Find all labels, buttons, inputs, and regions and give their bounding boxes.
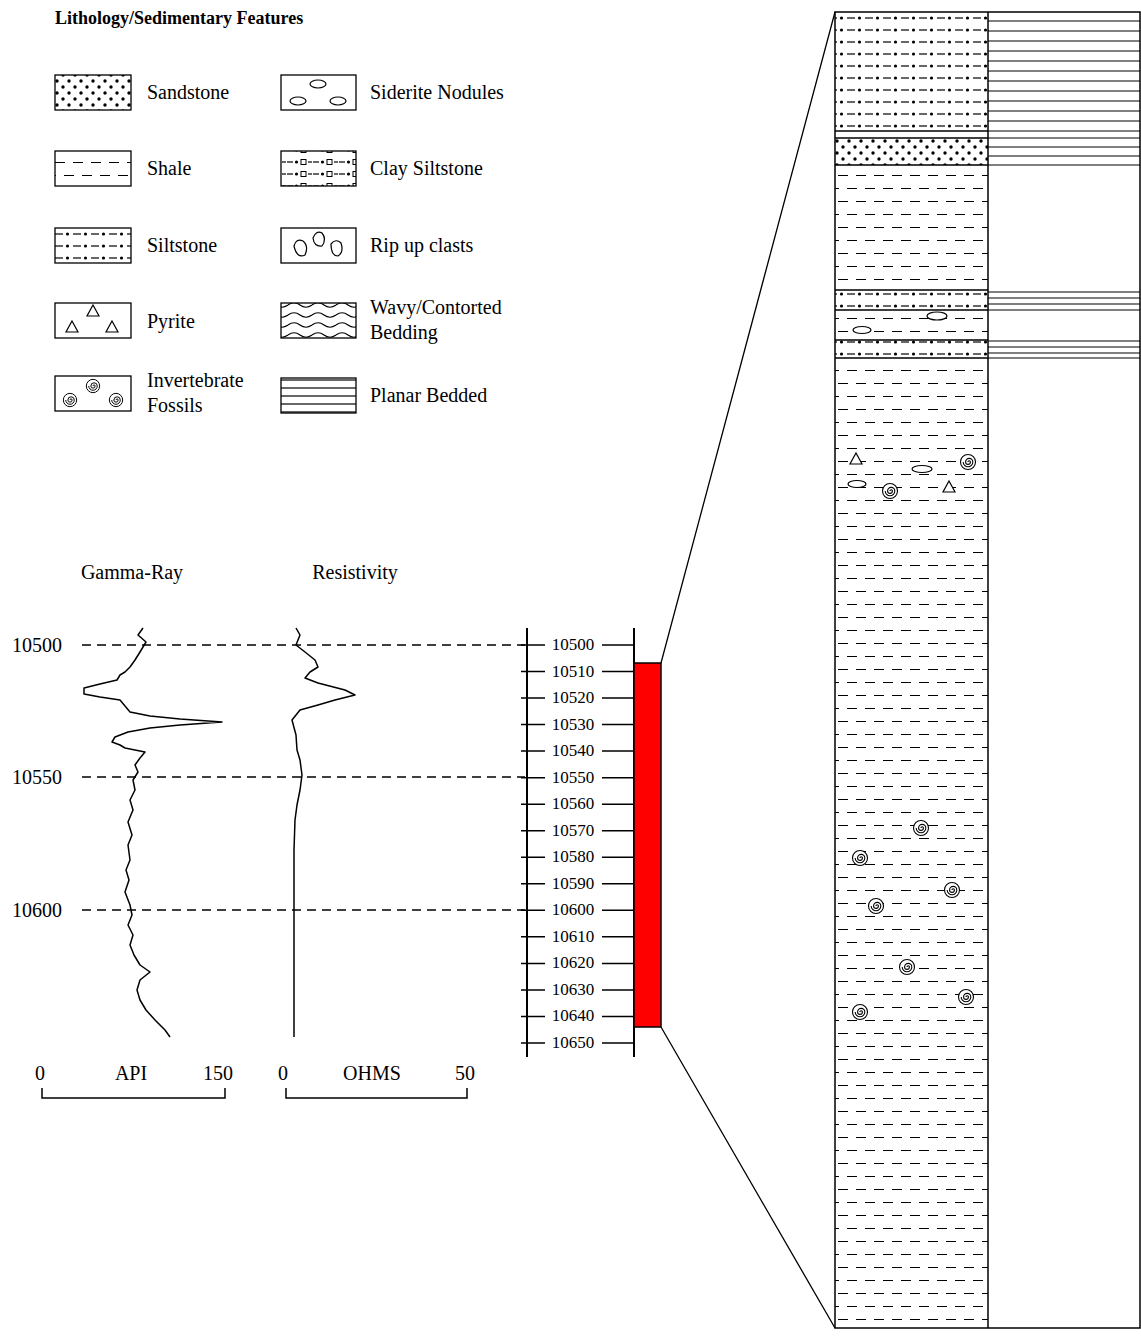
legend-label: Shale — [147, 156, 191, 180]
pyrite-symbol — [850, 453, 955, 492]
clay-siltstone-swatch — [281, 151, 356, 186]
fossil-swatch — [55, 376, 131, 411]
sandstone-swatch — [55, 75, 131, 110]
expansion-line — [661, 12, 835, 1328]
depth-tick-label: 10500 — [552, 635, 595, 655]
depth-tick-label: 10600 — [552, 900, 595, 920]
scale-value: 0 — [35, 1061, 45, 1085]
siltstone-swatch — [55, 228, 131, 263]
depth-tick-label: 10580 — [552, 847, 595, 867]
cored-interval-bar — [634, 663, 661, 1027]
depth-label: 10500 — [12, 633, 62, 657]
planar-bedding-lines — [988, 21, 1140, 358]
depth-label: 10600 — [12, 898, 62, 922]
depth-tick-label: 10510 — [552, 661, 595, 681]
depth-tick-label: 10630 — [552, 980, 595, 1000]
pyrite-swatch — [55, 303, 131, 338]
siderite-nodule — [848, 312, 947, 488]
depth-tick-label: 10640 — [552, 1006, 595, 1026]
log-title: Resistivity — [312, 560, 398, 584]
depth-tick-label: 10540 — [552, 741, 595, 761]
depth-tick-label: 10590 — [552, 874, 595, 894]
scale-unit: API — [115, 1061, 147, 1085]
shale-swatch — [55, 151, 131, 186]
legend-heading: Lithology/Sedimentary Features — [55, 8, 303, 30]
legend-label: Sandstone — [147, 80, 229, 104]
legend-label: Planar Bedded — [370, 383, 487, 407]
depth-tick-label: 10610 — [552, 927, 595, 947]
depth-tick-label: 10650 — [552, 1033, 595, 1053]
planar-bedding-swatch — [281, 378, 356, 413]
depth-label: 10550 — [12, 765, 62, 789]
lithology-column — [835, 12, 988, 1328]
legend-label: Clay Siltstone — [370, 156, 483, 180]
depth-tick-label: 10560 — [552, 794, 595, 814]
legend-label: Siltstone — [147, 233, 217, 257]
scale-value: 50 — [455, 1061, 475, 1085]
legend-label: Siderite Nodules — [370, 80, 504, 104]
column-divider — [987, 12, 989, 1328]
depth-tick-label: 10570 — [552, 821, 595, 841]
legend-label: Invertebrate Fossils — [147, 368, 272, 418]
rip-up-clast-swatch — [281, 228, 356, 263]
scale-value: 0 — [278, 1061, 288, 1085]
scale-bracket — [42, 1088, 467, 1098]
wavy-bedding-swatch — [281, 303, 356, 338]
legend-label: Rip up clasts — [370, 233, 473, 257]
scale-value: 150 — [203, 1061, 233, 1085]
gamma-ray-curve — [84, 628, 222, 1037]
legend-label: Pyrite — [147, 309, 195, 333]
depth-tick — [521, 645, 634, 1043]
column-frame — [835, 12, 1140, 1328]
depth-tick-label: 10530 — [552, 714, 595, 734]
scale-unit: OHMS — [343, 1061, 401, 1085]
siderite-swatch — [281, 75, 356, 110]
depth-tick-label: 10520 — [552, 688, 595, 708]
fossil-symbol — [853, 455, 976, 1020]
log-title: Gamma-Ray — [81, 560, 183, 584]
depth-guide-line — [82, 645, 525, 910]
depth-axis — [527, 628, 634, 1057]
legend-label: Wavy/Contorted Bedding — [370, 295, 530, 345]
depth-tick-label: 10620 — [552, 953, 595, 973]
depth-tick-label: 10550 — [552, 767, 595, 787]
resistivity-curve — [292, 628, 355, 1037]
